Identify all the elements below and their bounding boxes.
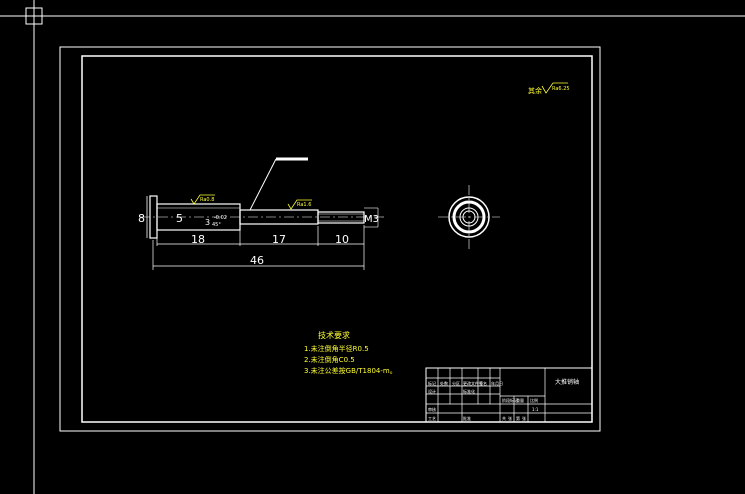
dim-diameter-body: 5 (176, 212, 183, 225)
svg-text:共: 共 (502, 415, 506, 421)
svg-text:工艺: 工艺 (428, 416, 436, 421)
tech-req-item-2: 2.未注倒角C0.5 (304, 355, 355, 364)
title-block (425, 367, 593, 423)
sheet-outer-frame (59, 46, 601, 432)
part-leader (249, 157, 308, 211)
dim-chamfer: 3 (205, 218, 210, 227)
dim-total-length: 46 (250, 254, 264, 267)
title-block-text: 标记 处数 分区 更改文件号 签名 年月日 设计 标准化 审核 工艺 批准 阶段… (428, 378, 579, 421)
dim-length-2: 17 (272, 233, 286, 246)
roughness-symbols (190, 194, 312, 210)
part-name: 大推销轴 (555, 378, 579, 386)
technical-requirements: 技术要求 1.未注倒角半径R0.5 2.未注倒角C0.5 3.未注公差按GB/T… (304, 330, 397, 375)
svg-text:比例: 比例 (530, 397, 538, 403)
roughness-value-1: Ra0.8 (200, 197, 214, 203)
svg-text:分区: 分区 (452, 380, 460, 386)
sheet-inner-frame (81, 55, 593, 423)
svg-text:重量: 重量 (516, 397, 524, 403)
dim-tolerance: -0.02 (214, 215, 227, 221)
svg-text:标记: 标记 (428, 380, 436, 386)
length-dimensions (152, 225, 365, 270)
svg-text:批准: 批准 (463, 415, 471, 421)
dim-chamfer-angle: 45° (212, 222, 221, 228)
tech-req-item-1: 1.未注倒角半径R0.5 (304, 344, 369, 353)
surface-mark-label: 其余 (528, 86, 542, 95)
svg-text:张: 张 (508, 415, 512, 421)
svg-text:审核: 审核 (428, 406, 436, 412)
svg-text:更改文件号: 更改文件号 (463, 380, 483, 386)
dim-diameter-head: 8 (138, 212, 145, 225)
svg-text:第: 第 (516, 415, 520, 421)
tech-req-item-3: 3.未注公差按GB/T1804-m。 (304, 366, 397, 375)
svg-text:标准化: 标准化 (463, 388, 475, 394)
dim-length-3: 10 (335, 233, 349, 246)
svg-text:设计: 设计 (428, 388, 436, 394)
svg-text:处数: 处数 (440, 380, 448, 386)
general-surface-mark: 其余 Ra6.25 (528, 82, 570, 95)
dim-thread: M3 (364, 214, 379, 225)
svg-text:签名: 签名 (479, 380, 487, 386)
surface-mark-value: Ra6.25 (552, 86, 570, 92)
tech-req-heading: 技术要求 (318, 330, 350, 340)
dim-length-1: 18 (191, 233, 205, 246)
svg-text:阶段标记: 阶段标记 (502, 397, 518, 403)
roughness-value-2: Ra1.6 (297, 202, 311, 208)
svg-text:年月日: 年月日 (491, 380, 503, 386)
svg-text:张: 张 (522, 415, 526, 421)
shaft-end-view (438, 185, 500, 249)
shaft-front-view (140, 195, 385, 239)
svg-text:1:1: 1:1 (532, 407, 539, 412)
